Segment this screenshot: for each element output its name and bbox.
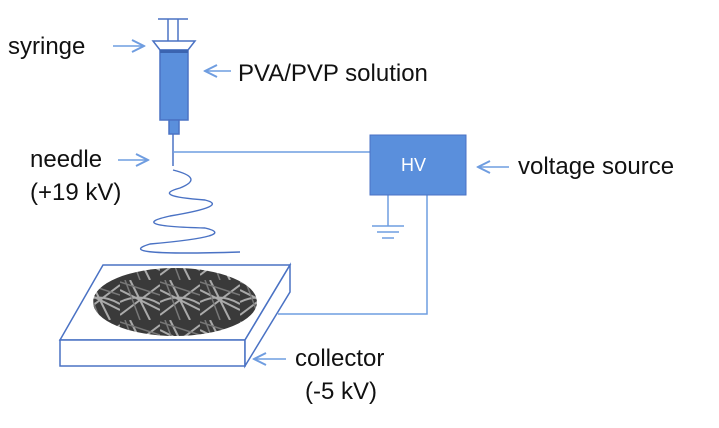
syringe — [151, 18, 197, 166]
collector-voltage-label: (-5 kV) — [305, 378, 377, 405]
voltage-source-label: voltage source — [518, 153, 675, 180]
nanofiber-mat — [93, 268, 257, 336]
hv-box — [369, 134, 467, 196]
syringe-label: syringe — [8, 33, 86, 60]
arrows — [113, 46, 509, 359]
needle-label: needle — [30, 146, 103, 173]
fiber-jet — [139, 169, 241, 254]
wires — [173, 151, 428, 315]
solution-label: PVA/PVP solution — [238, 60, 428, 87]
hv-label: HV — [401, 155, 427, 175]
needle-voltage-label: (+19 kV) — [30, 179, 122, 206]
collector-label: collector — [295, 345, 385, 372]
